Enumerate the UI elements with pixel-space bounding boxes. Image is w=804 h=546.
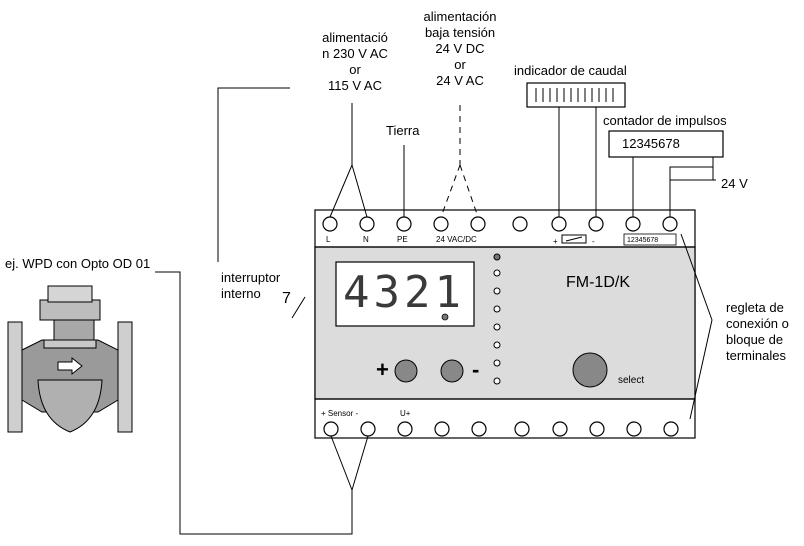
select-label: select [618, 375, 645, 386]
select-button-shape [572, 352, 608, 388]
decimal-point [441, 313, 449, 321]
minus-button-shape [440, 359, 464, 383]
plus-sign: + [376, 357, 389, 382]
earth-label: Tierra [386, 123, 420, 138]
terminal-L [322, 216, 338, 232]
terminal-counter2 [662, 216, 678, 232]
sensor-device [7, 285, 133, 433]
led-column [493, 253, 501, 385]
terminal-empty [512, 216, 528, 232]
terminal-flow-plus [551, 216, 567, 232]
internal-switch-label: interruptor interno [221, 270, 281, 301]
terminal-uplus-label: U+ [400, 409, 411, 418]
select-button[interactable] [573, 353, 607, 387]
terminal-uplus [397, 421, 413, 437]
terminal-flow-minus-label: - [592, 237, 595, 246]
supply-main-label: alimentació n 230 V AC or 115 V AC [322, 30, 388, 93]
pulse-counter-box [608, 130, 724, 158]
pulse-counter-label: contador de impulsos [603, 113, 727, 128]
counter-symbol-box [623, 233, 677, 246]
bottom-terminals [323, 421, 679, 437]
terminal-N-label: N [363, 235, 369, 244]
led-display [335, 261, 475, 327]
voltage-24-label: 24 V [721, 176, 748, 191]
terminal-counter1 [625, 216, 641, 232]
terminal-strip-label: regleta de conexión o bloque de terminal… [726, 300, 789, 363]
plus-button-shape [394, 359, 418, 383]
terminal-ac2 [470, 216, 486, 232]
flow-indicator-box [526, 82, 626, 108]
seven-label: 7 [282, 290, 291, 307]
flow-indicator-label: indicador de caudal [514, 63, 627, 78]
minus-sign: - [472, 357, 480, 382]
terminal-sensor-minus [360, 421, 376, 437]
minus-button[interactable] [441, 360, 463, 382]
plus-button[interactable] [395, 360, 417, 382]
flow-indicator-scale [535, 88, 614, 102]
model-label: FM-1D/K [566, 274, 630, 291]
supply-low-label: alimentación baja tensión 24 V DC or 24 … [423, 9, 497, 88]
flow-symbol [561, 234, 587, 244]
terminal-flow-minus [588, 216, 604, 232]
terminal-N [359, 216, 375, 232]
terminal-sensor-plus [323, 421, 339, 437]
terminal-sensor-label: + Sensor - [321, 409, 359, 418]
terminal-L-label: L [326, 235, 331, 244]
sensor-example-label: ej. WPD con Opto OD 01 [5, 256, 151, 271]
terminal-counter-label: 12345678 [627, 237, 659, 244]
pulse-counter-display: 12345678 [622, 136, 680, 151]
terminal-PE [396, 216, 412, 232]
display-value: 4321 [343, 267, 465, 318]
terminal-acdc-label: 24 VAC/DC [436, 235, 477, 244]
terminal-flow-plus-label: + [553, 237, 558, 246]
terminal-ac1 [433, 216, 449, 232]
top-terminals [322, 216, 678, 232]
terminal-PE-label: PE [397, 235, 408, 244]
